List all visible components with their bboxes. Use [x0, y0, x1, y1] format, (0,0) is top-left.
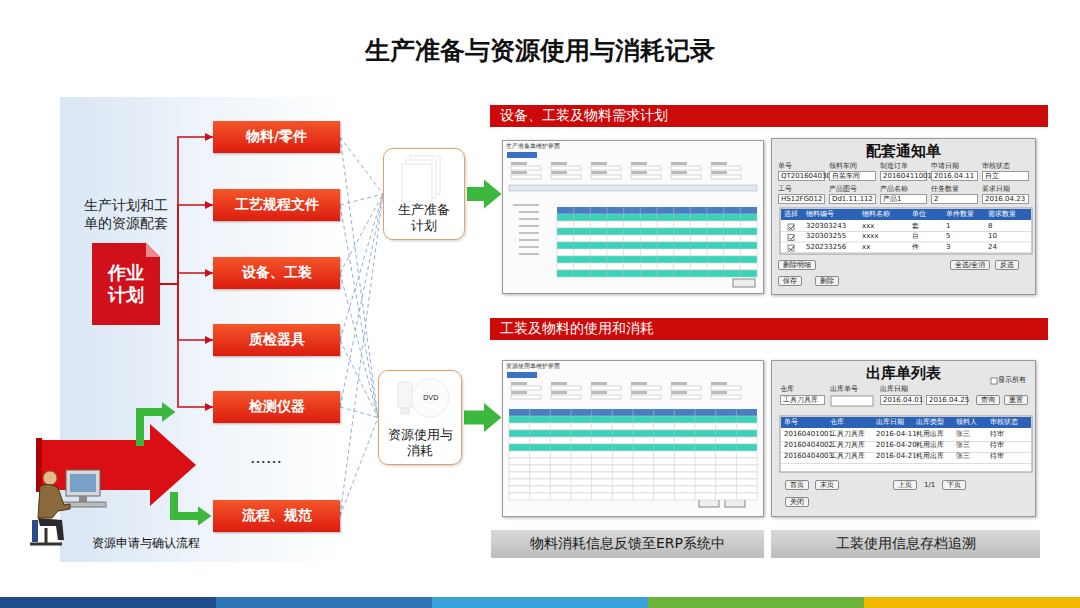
arrow-bar — [36, 438, 42, 492]
footer-stripe — [0, 597, 1080, 608]
person-at-computer — [30, 470, 106, 544]
dashed-connector — [340, 205, 378, 418]
bracket-connector — [160, 137, 213, 284]
dashed-connector — [340, 194, 383, 340]
caption-bar: 物料消耗信息反馈至ERP系统中 — [491, 530, 764, 558]
screenshot-illustration — [503, 361, 765, 516]
resource-box: 质检器具 — [213, 324, 340, 356]
left-panel — [60, 97, 345, 562]
text-label: 资源申请与确认流程 — [92, 536, 200, 550]
resource-box: 物料/零件 — [213, 121, 340, 153]
node-text: 工装及物料的使用和消耗 — [500, 320, 1048, 338]
node-text: 生产准备单维护界面 — [506, 142, 760, 151]
node-text: 物料消耗信息反馈至ERP系统中 — [530, 535, 725, 553]
bracket-connector — [160, 273, 213, 284]
text-label: …… — [250, 448, 282, 467]
dashed-connector — [340, 194, 383, 273]
green-block-arrow — [464, 411, 484, 425]
form-illustration — [772, 361, 1037, 516]
node-text: 质检器具 — [249, 331, 305, 349]
node-text: 出库单列表 — [866, 364, 941, 383]
green-elbow-arrow — [174, 492, 198, 516]
plan-document: 作业计划 — [92, 243, 160, 325]
node-text: 工艺规程文件 — [235, 196, 319, 214]
dashed-connector — [340, 194, 383, 516]
form-illustration — [772, 139, 1037, 294]
dashed-connector — [340, 137, 383, 194]
node-text: 检测仪器 — [249, 398, 305, 416]
node-text: 资源使用与消耗 — [386, 427, 454, 460]
node-text: 作业计划 — [106, 262, 146, 307]
node-text: 物料/零件 — [246, 128, 307, 146]
screenshot-panel: 生产准备单维护界面 — [502, 140, 764, 294]
node-text: 生产准备计划 — [396, 202, 452, 235]
dashed-connector — [340, 194, 383, 205]
section-band: 工装及物料的使用和消耗 — [490, 318, 1048, 340]
resource-box: 流程、规范 — [213, 500, 340, 532]
node-text: 工装使用信息存档追溯 — [836, 535, 976, 553]
dashed-connector — [340, 194, 383, 407]
node-text: 资源使用单维护界面 — [506, 362, 760, 371]
node-text: 设备、工装 — [242, 264, 312, 282]
node-text: 流程、规范 — [242, 507, 312, 525]
node-text: 配套通知单 — [866, 142, 941, 161]
slide-title: 生产准备与资源使用与消耗记录 — [0, 34, 1080, 67]
screenshot-illustration — [503, 141, 765, 293]
dashed-connector — [340, 407, 378, 418]
bracket-connector — [160, 284, 213, 340]
icon-box: 生产准备计划 — [383, 148, 465, 240]
bracket-connector — [160, 284, 213, 407]
form-panel: 出库单列表 — [771, 360, 1036, 517]
text-label: 生产计划和工单的资源配套 — [84, 196, 174, 232]
node-text: 设备、工装及物料需求计划 — [500, 107, 1048, 125]
caption-bar: 工装使用信息存档追溯 — [771, 530, 1040, 558]
resource-box: 检测仪器 — [213, 391, 340, 423]
resource-box: 设备、工装 — [213, 257, 340, 289]
section-band: 设备、工装及物料需求计划 — [490, 105, 1048, 127]
bracket-connector — [160, 205, 213, 284]
icon-box: 资源使用与消耗 — [378, 370, 462, 465]
resource-box: 工艺规程文件 — [213, 189, 340, 221]
dashed-connector — [340, 273, 378, 418]
dashed-connector — [340, 418, 378, 517]
green-block-arrow — [467, 187, 484, 201]
green-elbow-arrow — [140, 412, 162, 446]
form-panel: 配套通知单 — [771, 138, 1036, 295]
screenshot-panel: 资源使用单维护界面 — [502, 360, 764, 517]
